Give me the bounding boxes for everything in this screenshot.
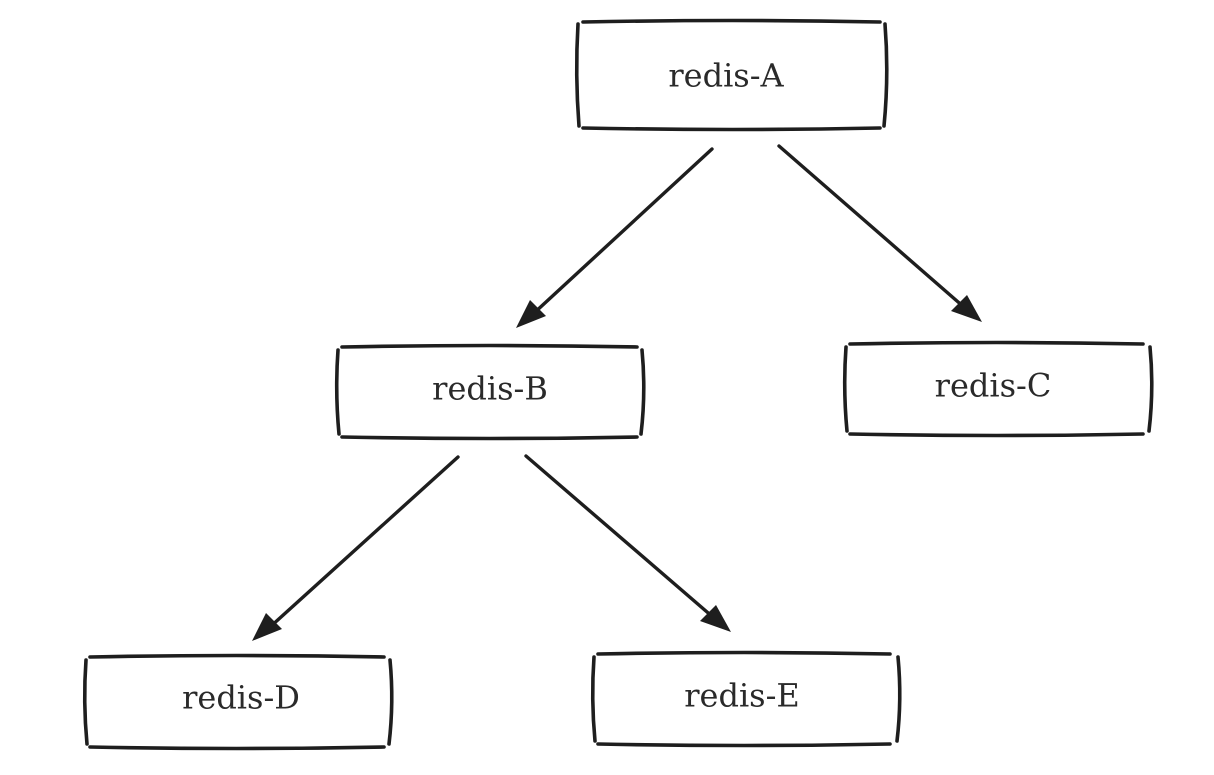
node-label: redis-C (935, 367, 1052, 405)
node-box (82, 653, 394, 751)
edge-b-to-e (524, 454, 731, 632)
node-redis-e[interactable]: redis-E (590, 650, 902, 748)
node-redis-c[interactable]: redis-C (842, 340, 1154, 438)
node-label: redis-B (432, 370, 548, 408)
node-box (842, 340, 1154, 438)
node-label: redis-D (182, 679, 300, 717)
edge-a-to-b (516, 147, 714, 328)
edge-a-to-c (777, 144, 982, 322)
node-label: redis-A (668, 57, 784, 95)
node-redis-b[interactable]: redis-B (334, 343, 646, 441)
edge-b-to-d (252, 455, 460, 641)
node-box (574, 18, 889, 132)
node-box (334, 343, 646, 441)
node-box (590, 650, 902, 748)
node-label: redis-E (684, 677, 800, 715)
node-redis-a[interactable]: redis-A (574, 18, 889, 132)
node-redis-d[interactable]: redis-D (82, 653, 394, 751)
